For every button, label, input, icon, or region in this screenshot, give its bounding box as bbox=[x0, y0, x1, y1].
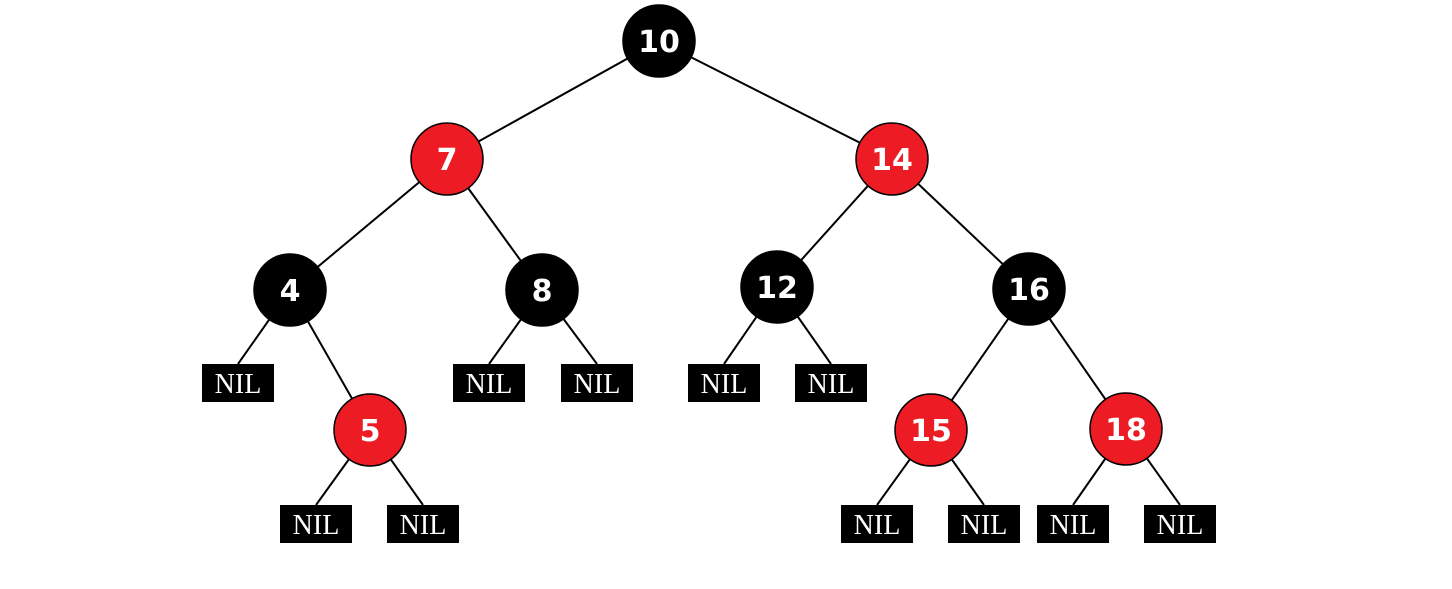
nil-leaf-label: NIL bbox=[808, 369, 855, 400]
nil-leaf-label: NIL bbox=[574, 369, 621, 400]
nil-leaf-label: NIL bbox=[701, 369, 748, 400]
black-node-circle bbox=[992, 252, 1066, 326]
nil-leaf: NIL bbox=[1037, 505, 1109, 543]
node-label: 8 bbox=[532, 274, 553, 309]
black-node-circle bbox=[740, 250, 814, 324]
black-node-circle bbox=[622, 4, 696, 78]
edge-n10-n14 bbox=[658, 40, 893, 160]
tree-node-18: 18 bbox=[1089, 392, 1163, 466]
red-node-circle bbox=[1089, 392, 1163, 466]
nil-leaf-box bbox=[280, 505, 352, 543]
nil-leaf-box bbox=[1037, 505, 1109, 543]
nil-leaf-label: NIL bbox=[1050, 510, 1097, 541]
nil-leaf: NIL bbox=[453, 364, 525, 402]
tree-node-8: 8 bbox=[505, 253, 579, 327]
nil-leaf-box bbox=[453, 364, 525, 402]
nil-leaf-box bbox=[1144, 505, 1216, 543]
node-label: 14 bbox=[871, 143, 913, 178]
tree-node-10: 10 bbox=[622, 4, 696, 78]
nil-leaves-layer: NIL NIL NIL NIL NIL NIL NIL NIL NIL NIL NIL bbox=[202, 364, 1216, 543]
tree-node-14: 14 bbox=[855, 122, 929, 196]
black-node-circle bbox=[253, 253, 327, 327]
node-label: 4 bbox=[280, 274, 301, 309]
nil-leaf-box bbox=[202, 364, 274, 402]
tree-node-7: 7 bbox=[410, 122, 484, 196]
nil-leaf: NIL bbox=[948, 505, 1020, 543]
nil-leaf-box bbox=[948, 505, 1020, 543]
nil-leaf: NIL bbox=[1144, 505, 1216, 543]
nodes-layer: 10 7 14 4 8 12 16 5 15 18 bbox=[253, 4, 1163, 467]
edge-n10-n7 bbox=[446, 40, 660, 160]
nil-leaf: NIL bbox=[688, 364, 760, 402]
node-label: 7 bbox=[437, 143, 458, 178]
tree-node-12: 12 bbox=[740, 250, 814, 324]
nil-leaf: NIL bbox=[561, 364, 633, 402]
nil-leaf: NIL bbox=[280, 505, 352, 543]
node-label: 15 bbox=[910, 414, 952, 449]
nil-leaf: NIL bbox=[202, 364, 274, 402]
nil-leaf: NIL bbox=[387, 505, 459, 543]
red-node-circle bbox=[410, 122, 484, 196]
red-node-circle bbox=[855, 122, 929, 196]
nil-leaf-box bbox=[387, 505, 459, 543]
nil-leaf-box bbox=[688, 364, 760, 402]
nil-leaf-box bbox=[795, 364, 867, 402]
nil-leaf-label: NIL bbox=[854, 510, 901, 541]
tree-node-16: 16 bbox=[992, 252, 1066, 326]
red-node-circle bbox=[333, 393, 407, 467]
nil-leaf-box bbox=[561, 364, 633, 402]
node-label: 10 bbox=[638, 25, 680, 60]
nil-leaf-label: NIL bbox=[961, 510, 1008, 541]
nil-leaf: NIL bbox=[795, 364, 867, 402]
nil-leaf-label: NIL bbox=[215, 369, 262, 400]
node-label: 18 bbox=[1105, 413, 1147, 448]
nil-leaf-label: NIL bbox=[466, 369, 513, 400]
nil-leaf-label: NIL bbox=[293, 510, 340, 541]
node-label: 12 bbox=[756, 271, 798, 306]
node-label: 5 bbox=[360, 414, 381, 449]
tree-node-4: 4 bbox=[253, 253, 327, 327]
black-node-circle bbox=[505, 253, 579, 327]
nil-leaf-label: NIL bbox=[1157, 510, 1204, 541]
tree-node-15: 15 bbox=[894, 393, 968, 467]
nil-leaf-label: NIL bbox=[400, 510, 447, 541]
tree-node-5: 5 bbox=[333, 393, 407, 467]
nil-leaf-box bbox=[841, 505, 913, 543]
nil-leaf: NIL bbox=[841, 505, 913, 543]
red-node-circle bbox=[894, 393, 968, 467]
node-label: 16 bbox=[1008, 273, 1050, 308]
